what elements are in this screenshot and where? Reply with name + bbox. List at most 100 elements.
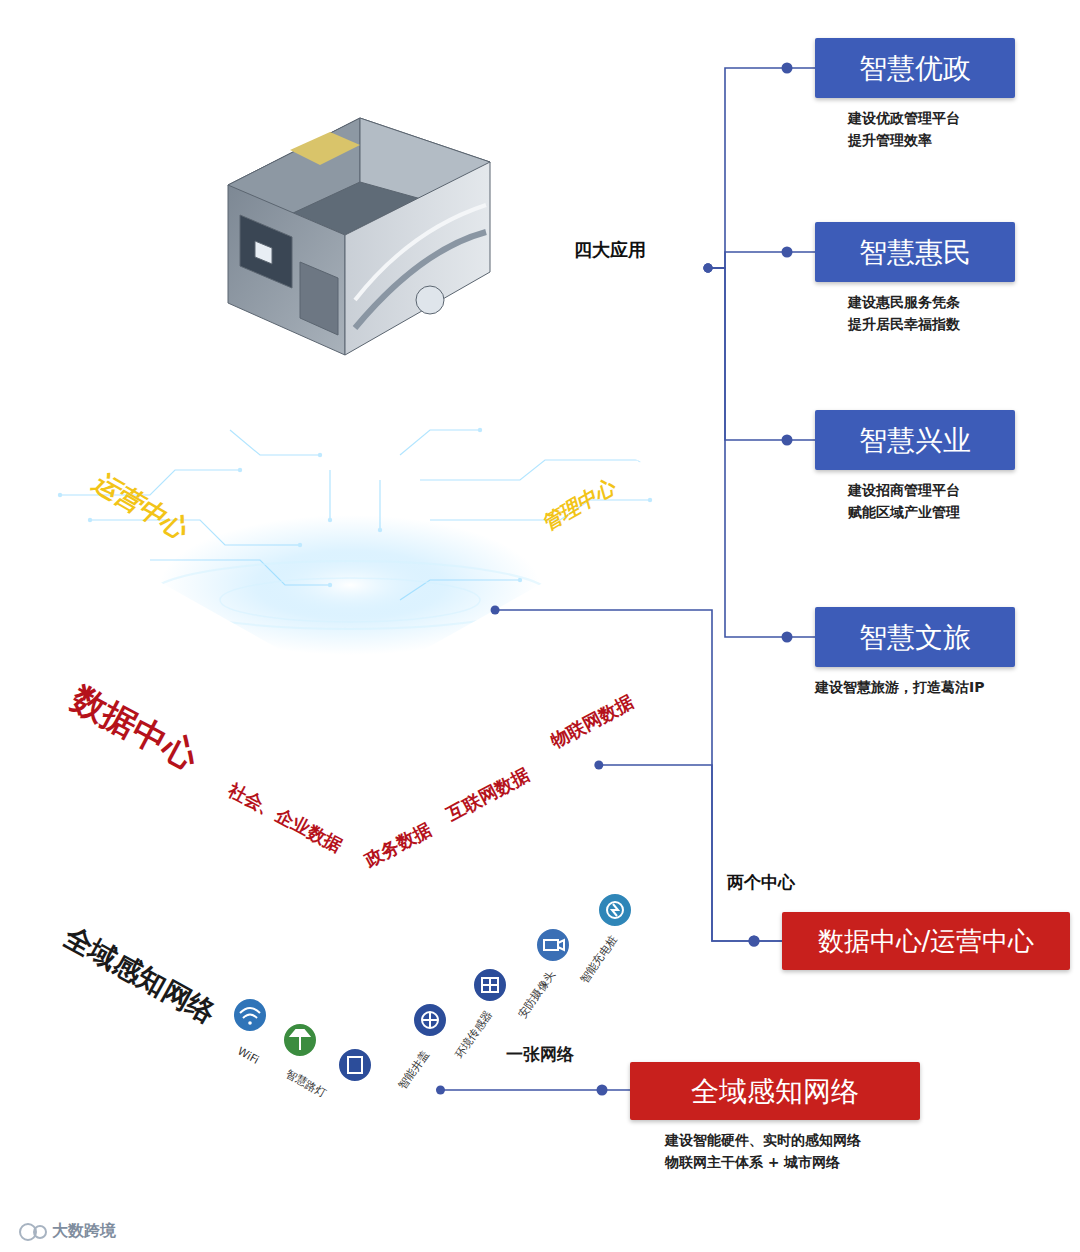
icon-label: 智慧路灯	[283, 1067, 328, 1100]
circuit-pattern	[328, 583, 332, 587]
box-description: 建设招商管理平台 赋能区域产业管理	[848, 480, 973, 523]
circuit-pattern	[60, 430, 650, 600]
sensor-icons	[248, 1021, 252, 1025]
sensor-icons	[233, 893, 632, 1082]
description-holder: 建设智能硬件、实时的感知网络 物联网主干体系 + 城市网络	[665, 1130, 870, 1173]
text-holder: 一张网络	[506, 1044, 574, 1065]
connector-line	[708, 268, 815, 637]
text-holder: 智能充电桩	[578, 934, 621, 987]
box-description: 建设惠民服务凭条 提升居民幸福指数	[848, 292, 973, 335]
connector-dot	[782, 435, 793, 446]
app-box: 智慧优政建设优政管理平台 提升管理效率	[815, 38, 1015, 98]
dot-pattern	[0, 330, 1080, 1250]
layer-label: 一张网络	[506, 1044, 574, 1065]
circuit-pattern	[150, 561, 550, 629]
sensor-icons	[283, 1023, 317, 1057]
layer-outline	[8, 68, 708, 468]
layer-label: 四大应用	[574, 239, 646, 262]
box-title-holder: 智慧文旅	[815, 607, 1015, 667]
connector-dot	[704, 264, 713, 273]
text-holder: 互联网数据	[443, 764, 533, 826]
circuit-pattern	[58, 428, 652, 655]
sensor-icons	[338, 1048, 372, 1082]
connector-line	[708, 268, 815, 440]
layer-outline	[5, 300, 700, 690]
icon-label: 环境传感器	[453, 1009, 496, 1062]
circuit-pattern	[379, 480, 380, 530]
cube-illustration	[228, 118, 490, 235]
connector-dot	[704, 264, 713, 273]
box-title-holder: 全域感知网络	[630, 1062, 920, 1120]
description-holder: 建设智慧旅游，打造葛沽IP	[815, 677, 1045, 699]
circuit-pattern	[638, 458, 642, 462]
sensor-icons	[607, 902, 623, 918]
circuit-pattern	[518, 578, 522, 582]
background-glow	[0, 1165, 250, 1252]
layer-label: 互联网数据	[443, 764, 533, 826]
layer-title: 数据中心	[65, 677, 205, 778]
text-holder: 政务数据	[361, 818, 435, 872]
box-title: 智慧优政	[859, 51, 971, 86]
connector-dot	[782, 632, 793, 643]
sensor-icons	[536, 928, 570, 962]
box-title-holder: 智慧兴业	[815, 410, 1015, 470]
layer-diamond: 数据中心社会、企业数据政务数据互联网数据物联网数据	[5, 510, 700, 905]
circuit-pattern	[318, 453, 322, 457]
circuit-pattern	[238, 468, 242, 472]
circuit-pattern	[378, 528, 382, 532]
box-title: 智慧惠民	[859, 235, 971, 270]
connector-line	[440, 1089, 630, 1091]
cube-illustration	[290, 132, 360, 165]
watermark: 大数跨境	[52, 1221, 116, 1241]
connector-dot	[491, 606, 500, 615]
text-holder: 社会、企业数据	[224, 778, 346, 857]
text-holder: 智慧路灯	[283, 1067, 328, 1100]
cube-illustration	[345, 162, 490, 355]
label-holder: 大数跨境	[52, 1221, 116, 1241]
layer-title: 运营中心	[87, 465, 193, 545]
watermark-logo	[34, 1226, 46, 1238]
layer-diamond: 运营中心管理中心	[5, 300, 700, 690]
circuit-pattern	[150, 561, 550, 629]
layer-diamond: 四大应用	[8, 68, 708, 468]
app-box: 智慧文旅建设智慧旅游，打造葛沽IP	[815, 607, 1015, 667]
sensor-icons	[291, 1030, 309, 1050]
cube-illustration	[355, 205, 486, 300]
connector-dot	[749, 936, 760, 947]
box-title: 全域感知网络	[691, 1074, 859, 1109]
text-holder: 全域感知网络	[58, 919, 222, 1031]
box-description: 建设智能硬件、实时的感知网络 物联网主干体系 + 城市网络	[665, 1130, 870, 1173]
box-title: 数据中心/运营中心	[818, 925, 1035, 958]
box-title-holder: 数据中心/运营中心	[782, 912, 1070, 970]
box-title: 智慧文旅	[859, 620, 971, 655]
circuit-pattern	[88, 518, 92, 522]
circuit-pattern	[400, 580, 520, 600]
sensor-icons	[422, 1012, 438, 1028]
cube-illustration	[300, 262, 338, 335]
text-holder: WiFi	[235, 1045, 261, 1068]
sensor-icons	[348, 1057, 362, 1073]
network-box: 全域感知网络建设智能硬件、实时的感知网络 物联网主干体系 + 城市网络	[630, 1062, 920, 1120]
circuit-pattern	[160, 515, 540, 655]
sensor-icons	[612, 904, 618, 916]
icon-label: 安防摄像头	[516, 969, 559, 1022]
sensor-icons	[422, 1012, 438, 1028]
app-box: 智慧惠民建设惠民服务凭条 提升居民幸福指数	[815, 222, 1015, 282]
layer-diamond: 全域感知网络WiFi智慧路灯智能井盖环境传感器安防摄像头智能充电桩一张网络	[5, 745, 700, 1140]
box-title: 智慧兴业	[859, 423, 971, 458]
text-holder: 物联网数据	[547, 691, 637, 753]
description-holder: 建设优政管理平台 提升管理效率	[848, 108, 973, 151]
text-holder: 数据中心	[65, 677, 205, 778]
center-box: 数据中心/运营中心	[782, 912, 1070, 970]
layer-outline	[5, 745, 700, 1140]
sensor-icons	[233, 998, 267, 1032]
label-holder: 两个中心	[727, 872, 795, 893]
text-holder: 安防摄像头	[516, 969, 559, 1022]
connector-dot	[436, 1086, 445, 1095]
circuit-pattern	[150, 560, 330, 585]
description-holder: 建设惠民服务凭条 提升居民幸福指数	[848, 292, 973, 335]
icon-label: WiFi	[235, 1045, 261, 1068]
connector-dot	[782, 63, 793, 74]
circuit-pattern	[230, 430, 320, 455]
watermark-logo	[20, 1224, 36, 1240]
